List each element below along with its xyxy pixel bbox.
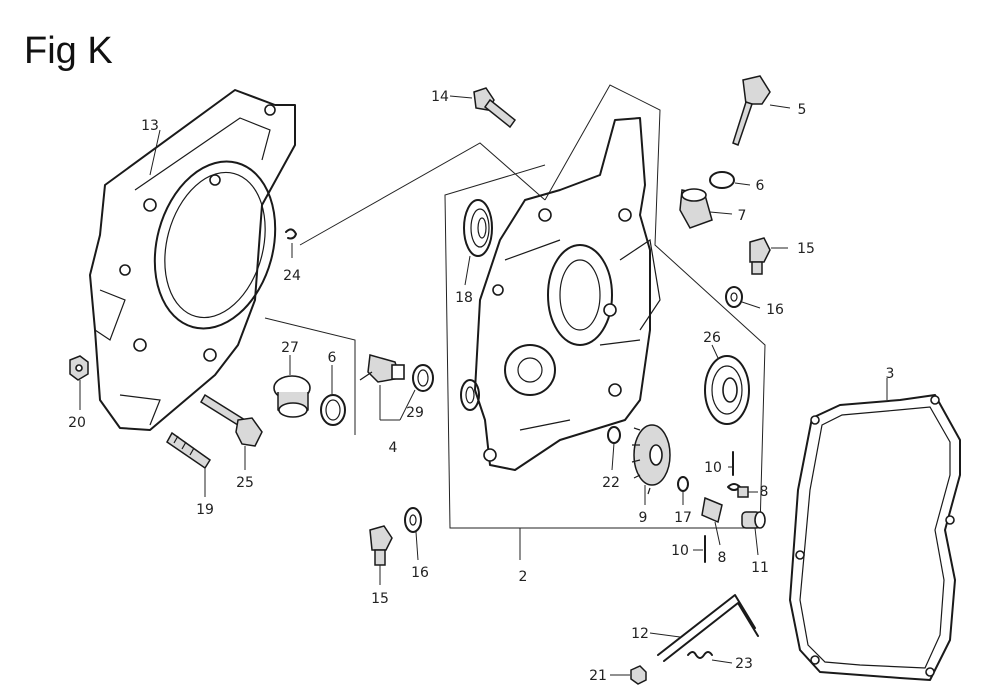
part-21-nut: [630, 665, 647, 685]
part-14-bolt: [473, 87, 517, 129]
group-bracket-lines: [264, 84, 766, 560]
callout-3: 3: [886, 366, 895, 382]
part-25-bolt: [199, 393, 263, 447]
part-3-gasket: [789, 394, 961, 681]
callout-12: 12: [631, 626, 649, 642]
part-6-oring-right: [709, 171, 735, 189]
callout-15-right: 15: [797, 241, 815, 257]
callout-18: 18: [455, 290, 473, 306]
part-16-washer-right: [725, 286, 743, 308]
callout-6-right: 6: [756, 178, 765, 194]
part-11-slider: [741, 511, 766, 529]
callout-10-lower: 10: [671, 543, 689, 559]
part-6-oring-left: [320, 394, 346, 426]
part-24-clip: [285, 228, 297, 240]
callout-9: 9: [639, 510, 648, 526]
part-22-washer: [607, 426, 621, 444]
callout-10-upper: 10: [704, 460, 722, 476]
part-8-washer-upper: [727, 483, 749, 498]
part-15-bolt-bottom: [369, 525, 393, 566]
callout-27: 27: [281, 340, 299, 356]
part-20-nut: [69, 355, 89, 381]
callout-29: 29: [406, 405, 424, 421]
callout-21: 21: [589, 668, 607, 684]
callout-16-bottom: 16: [411, 565, 429, 581]
part-12-rod: [657, 594, 759, 662]
part-9-gear: [631, 424, 671, 495]
callout-22: 22: [602, 475, 620, 491]
callout-24: 24: [283, 268, 301, 284]
part-18-oil-seal: [463, 199, 493, 257]
figure-title: Fig K: [24, 30, 113, 72]
callout-26: 26: [703, 330, 721, 346]
callout-6-left: 6: [328, 350, 337, 366]
callout-labels: 13 14 5 6 7 15 16 24 27 6 29 4 20 19 25 …: [68, 89, 894, 684]
part-5-dipstick: [732, 75, 771, 146]
callout-13: 13: [141, 118, 159, 134]
callout-15-bottom: 15: [371, 591, 389, 607]
part-26-bearing: [704, 355, 750, 425]
part-13-housing: [89, 89, 296, 431]
callout-11: 11: [751, 560, 769, 576]
callout-2: 2: [519, 569, 528, 585]
part-8-weight: [701, 496, 723, 524]
part-7-collar: [679, 188, 713, 229]
callout-23: 23: [735, 656, 753, 672]
callout-7: 7: [738, 208, 747, 224]
part-29-washer: [412, 364, 434, 392]
part-4-switch: [359, 354, 405, 383]
callout-8-upper: 8: [760, 484, 769, 500]
part-16-washer-bottom: [404, 507, 422, 533]
callout-20: 20: [68, 415, 86, 431]
part-27-plug: [273, 375, 311, 418]
callout-19: 19: [196, 502, 214, 518]
callout-25: 25: [236, 475, 254, 491]
callout-16-right: 16: [766, 302, 784, 318]
part-2-crankcase-cover: [474, 117, 661, 471]
callout-14: 14: [431, 89, 449, 105]
callout-8-lower: 8: [718, 550, 727, 566]
part-15-bolt-right: [749, 237, 771, 275]
part-19-stud: [166, 431, 212, 470]
part-17-clip: [677, 476, 689, 492]
part-bushing: [460, 379, 480, 411]
callout-5: 5: [798, 102, 807, 118]
part-23-spring: [687, 651, 713, 659]
callout-17: 17: [674, 510, 692, 526]
callout-4: 4: [389, 440, 398, 456]
leader-lines: [79, 95, 888, 676]
